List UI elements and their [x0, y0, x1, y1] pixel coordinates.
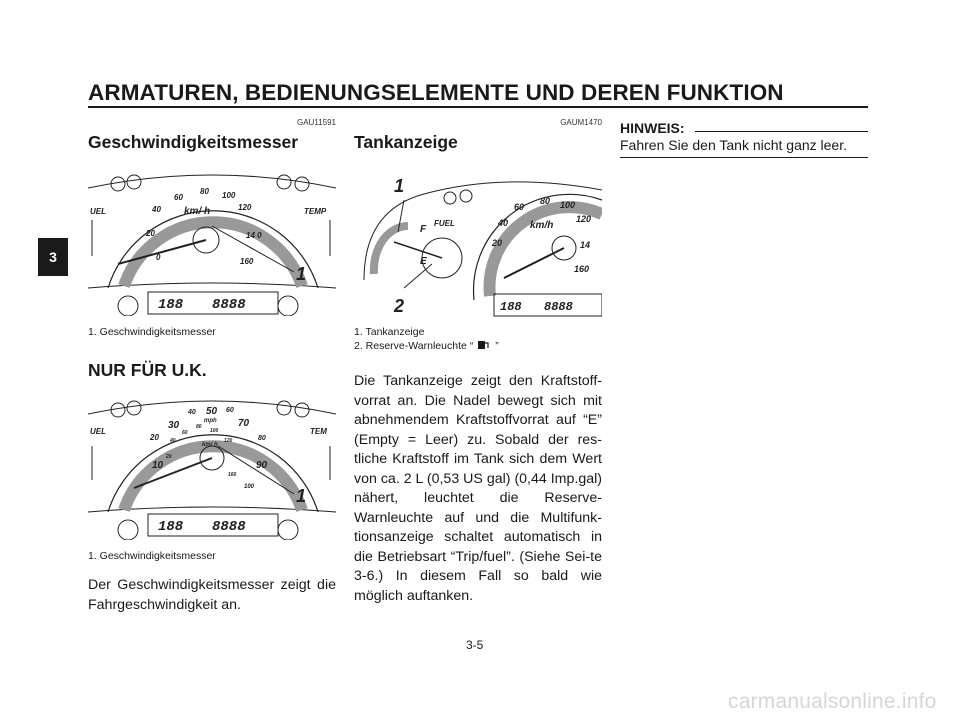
lcd-right-readout: 8888: [212, 519, 246, 535]
uk-speedometer-figure: UEL TEM mph km/ h 1 10 20 30 40 50 60 70…: [88, 388, 336, 540]
mph-tick-label: 90: [256, 460, 268, 471]
callout-1: 1: [394, 176, 404, 196]
lcd-left-readout: 188: [500, 300, 522, 314]
tick-label: 160: [574, 264, 589, 274]
tick-label: 100: [222, 191, 236, 200]
fuel-pump-icon: [478, 341, 489, 349]
callout-1: 1: [296, 486, 306, 506]
callout-1: 1: [296, 264, 306, 284]
note-text: Fahren Sie den Tank nicht ganz leer.: [620, 137, 848, 153]
section-code: GAUM1470: [560, 118, 602, 127]
tick-label: 60: [514, 202, 524, 212]
kmh-unit-label: km/ h: [202, 442, 218, 448]
lcd-left-readout: 188: [158, 519, 184, 535]
mph-tick-label: 80: [258, 435, 266, 442]
kmh-tick-label: 40: [169, 438, 176, 444]
tick-label: 160: [240, 257, 254, 266]
mph-tick-label: 50: [206, 406, 218, 417]
lcd-left-readout: 188: [158, 297, 184, 313]
watermark: carmanualsonline.info: [728, 690, 937, 713]
fuel-gauge-illustration: FUEL F E km/h 1 2 20 40 60 80 100 120 14…: [363, 176, 602, 317]
kmh-tick-label: 60: [182, 430, 188, 436]
fuel-gauge-figure: FUEL F E km/h 1 2 20 40 60 80 100 120 14…: [354, 170, 602, 320]
kmh-tick-label: 100: [210, 428, 219, 434]
caption-text: 2. Reserve-Warnleuchte “: [354, 340, 474, 352]
figure-caption: 1. Tankanzeige: [354, 326, 425, 338]
tick-label: 80: [540, 196, 550, 206]
tick-label: 40: [497, 218, 508, 228]
chapter-tab: 3: [38, 238, 68, 276]
kmh-tick-label: 20: [165, 454, 172, 460]
mph-tick-label: 100: [244, 484, 255, 490]
figure-caption: 1. Geschwindigkeitsmesser: [88, 326, 216, 338]
fuel-side-label: UEL: [90, 207, 106, 216]
speed-unit-label: km/ h: [184, 206, 210, 217]
mph-tick-label: 20: [149, 433, 159, 442]
page-number: 3-5: [466, 638, 484, 652]
uk-heading: NUR FÜR U.K.: [88, 360, 207, 380]
caption-text: ”: [495, 340, 499, 352]
tick-label: 40: [151, 205, 161, 214]
temp-side-label: TEMP: [304, 207, 327, 216]
mph-tick-label: 60: [226, 407, 234, 414]
kmh-tick-label: 120: [224, 438, 233, 444]
note-title-rule: [695, 131, 868, 132]
tick-label: 80: [200, 187, 209, 196]
speedometer-description: Der Geschwindigkeitsmesser zeigt die Fah…: [88, 577, 336, 613]
uk-speedometer-illustration: UEL TEM mph km/ h 1 10 20 30 40 50 60 70…: [88, 400, 336, 540]
speedometer-illustration: UEL TEMP km/ h 1 0 20 40 60 80 100 120 1…: [88, 174, 336, 316]
fuel-gauge-description: Die Tankanzeige zeigt den Kraftstoff-vor…: [354, 373, 602, 604]
mph-tick-label: 10: [152, 460, 164, 471]
tick-label: 60: [174, 193, 183, 202]
empty-mark: E: [420, 256, 427, 267]
tick-label: 120: [238, 203, 252, 212]
note-title: HINWEIS:: [620, 120, 685, 136]
lcd-right-readout: 8888: [212, 297, 246, 313]
tick-label: 14: [580, 240, 590, 250]
speedometer-figure: UEL TEMP km/ h 1 0 20 40 60 80 100 120 1…: [88, 160, 336, 316]
mph-tick-label: 70: [238, 418, 250, 429]
tick-label: 14 0: [246, 231, 262, 240]
lcd-right-readout: 8888: [544, 300, 573, 314]
tick-label: 100: [560, 200, 575, 210]
fuel-label: FUEL: [434, 219, 455, 228]
title-rule: [88, 106, 868, 108]
temp-side-label: TEM: [310, 427, 327, 436]
fuel-side-label: UEL: [90, 427, 106, 436]
tick-label: 20: [145, 229, 155, 238]
tick-label: 0: [156, 253, 161, 262]
full-mark: F: [420, 224, 427, 235]
section-title: ARMATUREN, BEDIENUNGSELEMENTE UND DEREN …: [88, 80, 784, 105]
speedometer-heading: Geschwindigkeitsmesser: [88, 132, 299, 152]
mph-tick-label: 30: [168, 420, 180, 431]
speed-unit-label: km/h: [530, 220, 553, 231]
section-code: GAU11591: [297, 118, 336, 127]
figure-caption: 1. Geschwindigkeitsmesser: [88, 550, 216, 562]
note-bottom-rule: [620, 157, 868, 158]
fuel-gauge-heading: Tankanzeige: [354, 132, 458, 152]
figure-caption: 2. Reserve-Warnleuchte “ ”: [354, 339, 499, 353]
callout-2: 2: [393, 296, 404, 316]
tick-label: 120: [576, 214, 591, 224]
kmh-tick-label: 80: [196, 424, 202, 430]
tick-label: 20: [491, 238, 502, 248]
mph-unit-label: mph: [204, 418, 217, 424]
kmh-tick-label: 160: [228, 472, 237, 478]
mph-tick-label: 40: [187, 409, 196, 416]
